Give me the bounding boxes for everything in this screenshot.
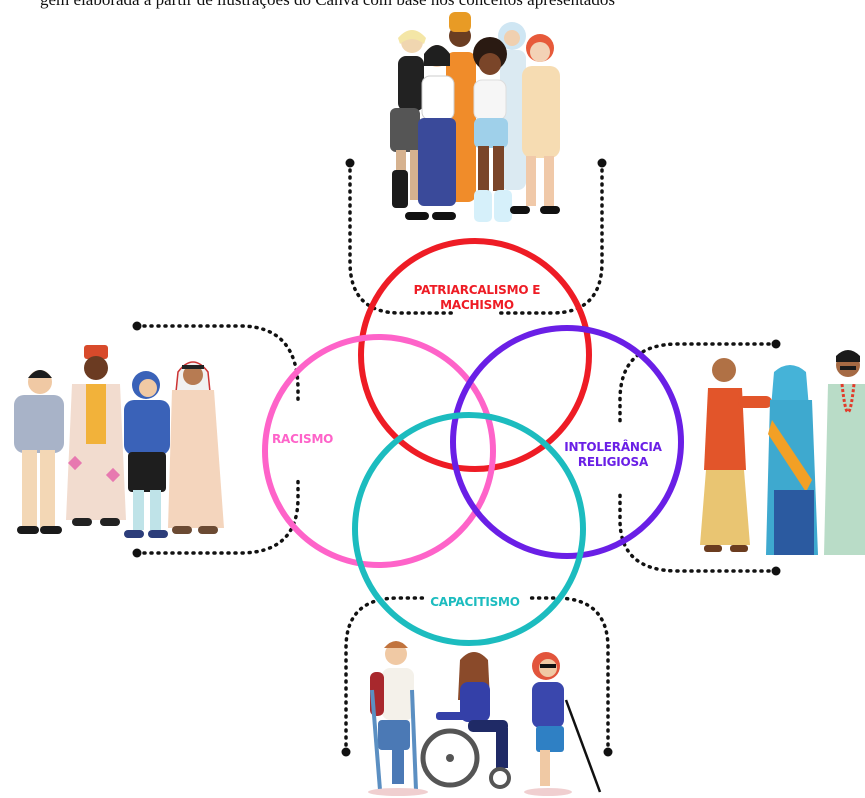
illustration-top-women <box>390 12 560 222</box>
circle-capacitismo <box>352 412 586 646</box>
circle-intolerancia <box>450 325 684 559</box>
illustration-right-group <box>700 350 865 555</box>
connector-end-dots <box>132 158 781 757</box>
label-racismo-text: RACISMO <box>272 432 334 446</box>
label-patriarcalismo-line2: MACHISMO <box>440 298 514 312</box>
figure-caption: gem elaborada a partir de ilustrações do… <box>0 0 865 12</box>
label-intolerancia-line1: INTOLERÂNCIA <box>564 440 662 454</box>
illustration-bottom-disabilities <box>368 641 602 796</box>
label-intolerancia-line2: RELIGIOSA <box>577 455 649 469</box>
venn-circles <box>262 238 684 646</box>
circle-patriarcalismo <box>358 238 592 472</box>
caption-text: gem elaborada a partir de ilustrações do… <box>40 0 615 10</box>
connector-left-top <box>135 324 300 404</box>
connector-top-left <box>348 161 457 315</box>
connector-bottom-left <box>344 596 427 754</box>
label-capacitismo: CAPACITISMO <box>410 595 540 610</box>
label-capacitismo-text: CAPACITISMO <box>430 595 520 609</box>
label-patriarcalismo-line1: PATRIARCALISMO E <box>413 283 541 297</box>
illustration-left-men <box>14 345 224 538</box>
circle-racismo <box>262 334 496 568</box>
connector-left-bottom <box>135 476 300 555</box>
label-intolerancia: INTOLERÂNCIA RELIGIOSA <box>558 440 668 470</box>
label-racismo: RACISMO <box>272 432 352 447</box>
connector-right-bottom <box>618 493 778 573</box>
label-patriarcalismo: PATRIARCALISMO E MACHISMO <box>402 283 552 313</box>
connector-top-right <box>498 161 604 315</box>
